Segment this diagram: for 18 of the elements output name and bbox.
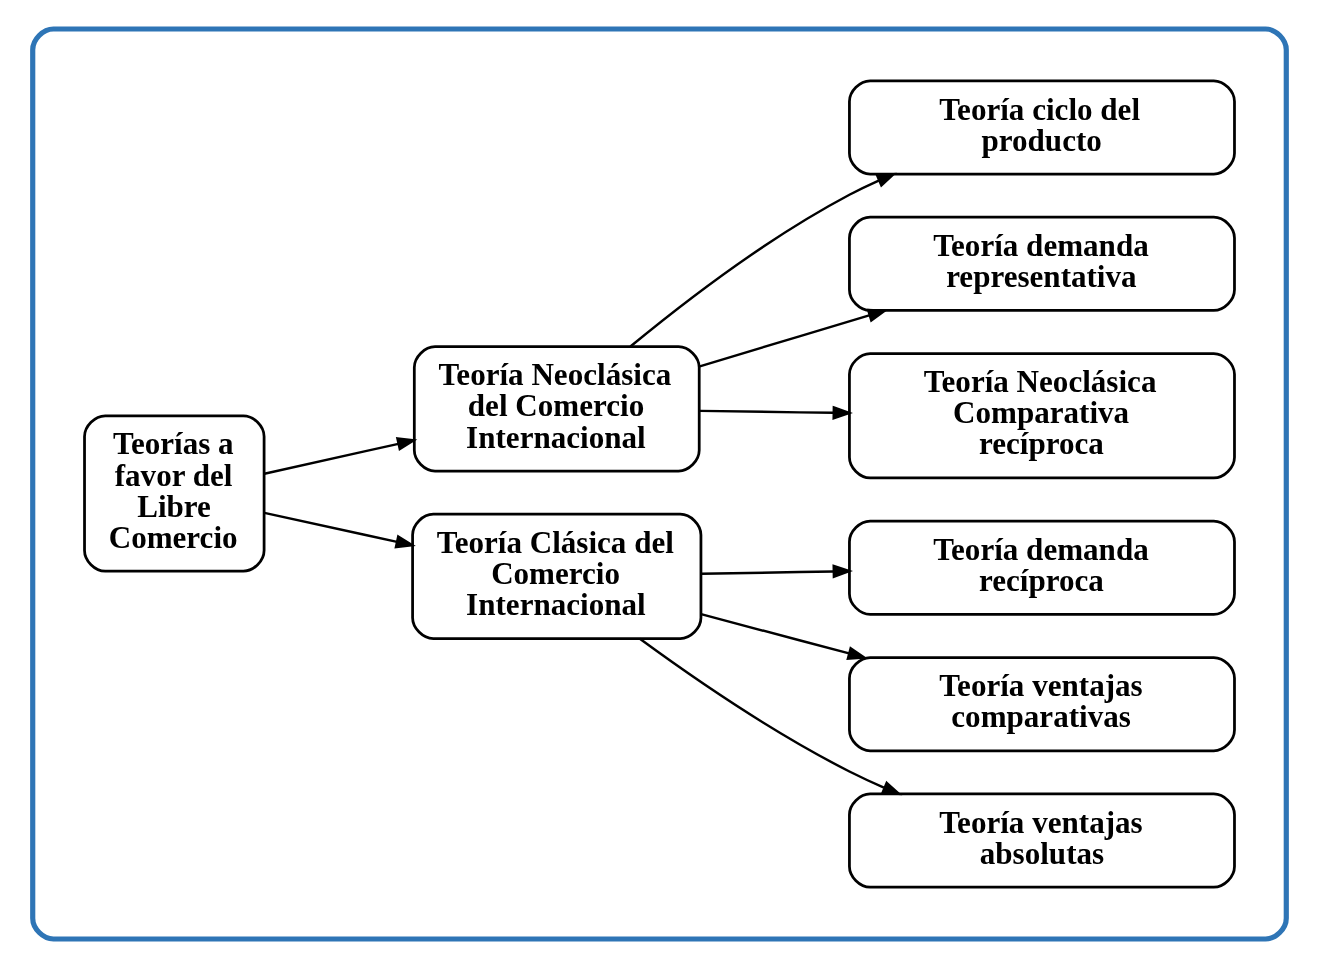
node-box: Teoría Neoclásica Comparativa recíproca — [848, 352, 1236, 480]
node-box: Teoría ventajas absolutas — [848, 792, 1236, 889]
node-box: Teoría demanda representativa — [848, 215, 1236, 312]
arrow — [701, 564, 853, 579]
node-box: Teoría Clásica del Comercio Internacional — [411, 512, 703, 640]
arrow — [699, 405, 853, 420]
node-box: Teoría ventajas comparativas — [848, 656, 1236, 753]
node-box: Teoría ciclo del producto — [848, 79, 1236, 176]
arrow — [639, 637, 903, 796]
arrow — [700, 613, 868, 661]
node-box: Teoría demanda recíproca — [848, 519, 1236, 616]
arrow — [264, 437, 418, 475]
arrow — [264, 511, 416, 549]
node-box: Teoría Neoclásica del Comercio Internacional — [412, 345, 701, 473]
node-box: Teorías a favor del Libre Comercio — [83, 414, 266, 573]
cluster — [30, 26, 1289, 942]
arrow — [629, 172, 897, 348]
arrow — [699, 308, 889, 368]
